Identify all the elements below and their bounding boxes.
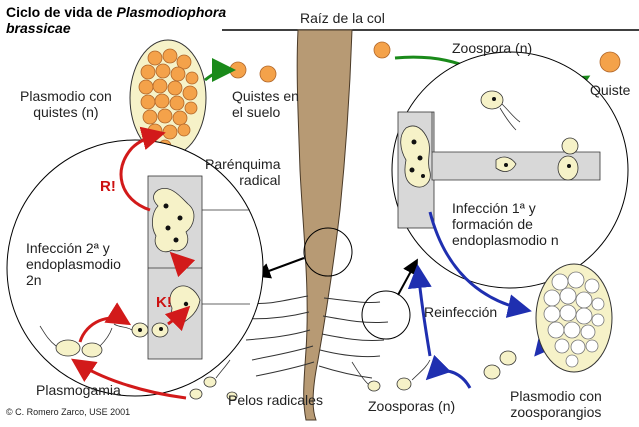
arrow-reinfection [407, 264, 432, 357]
arrow-karyogamy [169, 251, 196, 278]
pointer-arrow-right [397, 258, 418, 296]
plasmodium-with-zoosporangia [535, 263, 613, 373]
magnifier-ring-cortex [303, 227, 353, 277]
label-reinfection: Reinfección [424, 304, 498, 320]
arrow-plasmogamy-fusion [78, 302, 132, 343]
arrow-penetration [164, 305, 191, 332]
mark-karyogamy: K! [156, 294, 172, 311]
label-secondary-infection: Infección 2ª y endoplasmodio 2n [26, 240, 121, 288]
arrow-to-zoosporangia [428, 211, 532, 318]
magnifier-ring-hair [361, 290, 411, 340]
arrow-zoospores-to-plasmogamy [71, 358, 187, 400]
label-zoospores: Zoosporas (n) [368, 398, 456, 414]
arrow-zoospores-return [425, 354, 472, 389]
diagram-title: Ciclo de vida de Plasmodiophora brassica… [6, 4, 227, 36]
arrow-cysts-to-soil [204, 58, 236, 83]
label-plasmodium-cysts: Plasmodio con quistes (n) [20, 88, 112, 120]
label-cyst: Quiste [590, 82, 631, 98]
label-root: Raíz de la col [300, 10, 385, 26]
secondary-infection-circle [6, 139, 264, 397]
label-parenchyma: Parénquima radical [205, 156, 281, 188]
primary-infection-circle [391, 51, 629, 289]
label-root-hairs: Pelos radicales [228, 392, 323, 408]
label-soil-cysts: Quistes en el suelo [232, 88, 299, 120]
label-primary-infection: Infección 1ª y formación de endoplasmodi… [452, 200, 559, 248]
label-plasmogamy: Plasmogamia [36, 382, 121, 398]
label-plasmodium-zoosporangia: Plasmodio con zoosporangios [510, 388, 602, 420]
credit: © C. Romero Zarco, USE 2001 [6, 407, 131, 417]
released-zoospores [189, 350, 517, 401]
label-zoospore: Zoospora (n) [452, 40, 533, 56]
mark-meiosis: R! [100, 178, 116, 195]
plasmodium-with-cysts [129, 39, 207, 157]
arrow-meiosis [119, 126, 166, 212]
pointer-arrow-left [254, 257, 305, 279]
